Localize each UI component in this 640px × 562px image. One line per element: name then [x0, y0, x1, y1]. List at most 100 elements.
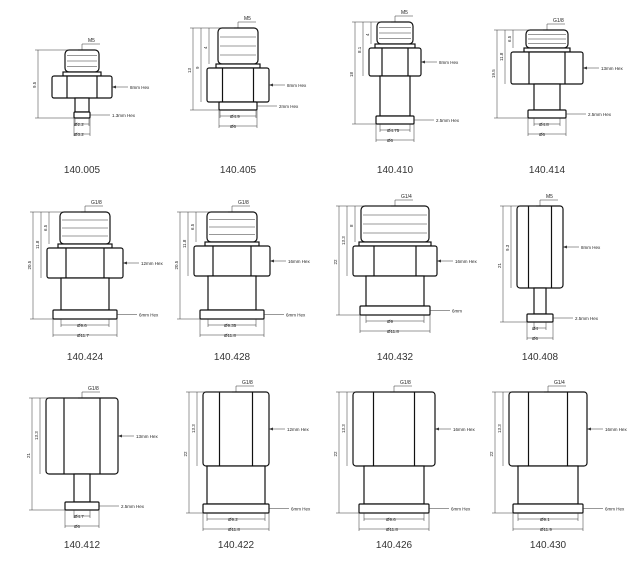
hex-collar: [368, 47, 422, 77]
part-code-label: 140.405: [219, 165, 257, 176]
seal-face: [52, 309, 118, 320]
total-height-label: 22: [333, 451, 338, 457]
flat-size-label: 2mm Hex: [279, 104, 299, 109]
outer-diameter-label: Ø6: [387, 138, 394, 143]
hex-body: [352, 391, 436, 467]
outer-diameter-label: Ø11.7: [77, 333, 89, 338]
inner-diameter-label: Ø2.2: [74, 122, 84, 127]
thread-height-label: 6.5: [507, 35, 512, 42]
stem: [379, 75, 411, 117]
seal-face: [202, 503, 270, 514]
seal-face: [73, 111, 91, 119]
part-code-label: 140.414: [528, 165, 566, 176]
stem: [74, 97, 90, 113]
thread-size-label: G1/8: [91, 200, 102, 206]
inner-diameter-label: Ø9.1: [540, 517, 550, 522]
hex-size-label: 16mm Hex: [453, 427, 476, 432]
total-height-label: 19.5: [491, 69, 496, 78]
hex-size-label: 8mm Hex: [287, 83, 307, 88]
flat-size-label: 6mm: [452, 309, 462, 314]
hex-callout-arrow: [421, 60, 425, 64]
outer-diameter-label: Ø6: [230, 124, 237, 129]
hex-callout-arrow: [269, 427, 273, 431]
part-code-label: 140.432: [376, 352, 414, 363]
stem: [60, 277, 110, 311]
hex-body: [202, 391, 270, 467]
outer-diameter-label: Ø6: [539, 132, 546, 137]
hex-callout-arrow: [123, 261, 127, 265]
hex-collar: [46, 247, 124, 279]
hex-height-label: 13.3: [341, 424, 346, 433]
hex-height-label: 13.3: [191, 424, 196, 433]
total-height-label: 21: [497, 262, 502, 268]
hex-callout-arrow: [563, 245, 567, 249]
inner-diameter-label: Ø9.6: [386, 517, 396, 522]
outer-diameter-label: Ø6: [532, 336, 539, 341]
thread-size-label: G1/8: [242, 380, 253, 386]
flat-size-label: 1.3mm Hex: [112, 113, 136, 118]
inner-diameter-label: Ø4.7: [74, 514, 84, 519]
hex-callout-arrow: [583, 66, 587, 70]
inner-diameter-label: Ø4.9: [230, 114, 240, 119]
hex-size-label: 8mm Hex: [581, 245, 601, 250]
inner-diameter-label: Ø4: [532, 326, 539, 331]
hex-callout-arrow: [435, 427, 439, 431]
hex-collar: [206, 67, 270, 103]
hex-collar: [352, 245, 438, 277]
stem: [517, 465, 579, 505]
hex-height-label: 9.3: [505, 244, 510, 251]
part-code-label: 140.408: [521, 352, 559, 363]
flat-size-label: 2.5mm Hex: [588, 112, 612, 117]
part-code-label: 140.430: [529, 540, 567, 551]
thread-size-label: G1/8: [238, 200, 249, 206]
thread-size-label: G1/4: [401, 194, 412, 200]
outer-diameter-label: Ø11.8: [224, 333, 236, 338]
stem: [533, 83, 561, 111]
part-code-label: 140.428: [213, 352, 251, 363]
hex-body: [516, 205, 564, 289]
outer-diameter-label: Ø11.8: [228, 527, 240, 532]
outer-diameter-label: Ø6: [74, 524, 81, 529]
seal-face: [527, 109, 567, 119]
flat-size-label: 2.5mm Hex: [575, 316, 599, 321]
thread-height-label: 8: [349, 224, 354, 227]
hex-size-label: 8mm Hex: [130, 85, 150, 90]
part-code-label: 140.424: [66, 352, 104, 363]
flat-size-label: 2.5mm Hex: [436, 118, 460, 123]
outer-diameter-label: Ø11.8: [386, 527, 398, 532]
total-height-label: 22: [489, 451, 494, 457]
seal-face: [359, 305, 431, 316]
hex-callout-arrow: [118, 434, 122, 438]
outer-diameter-label: Ø3.2: [74, 132, 84, 137]
hex-callout-arrow: [587, 427, 591, 431]
total-height-label: 13: [187, 67, 192, 73]
inner-diameter-label: Ø4.75: [387, 128, 400, 133]
hex-size-label: 12mm Hex: [287, 427, 310, 432]
flat-size-label: 6mm Hex: [605, 507, 625, 512]
thread-size-label: G1/4: [554, 380, 565, 386]
inner-diameter-label: Ø9.2: [228, 517, 238, 522]
flat-size-label: 6mm Hex: [286, 313, 306, 318]
part-code-label: 140.005: [63, 165, 101, 176]
thread-size-label: M5: [401, 10, 408, 16]
hex-body: [45, 397, 119, 475]
inner-diameter-label: Ø9.6: [77, 323, 87, 328]
seal-face: [358, 503, 430, 514]
total-height-label: 18: [349, 71, 354, 77]
stem: [533, 287, 547, 315]
part-code-label: 140.422: [217, 540, 255, 551]
part-code-label: 140.410: [376, 165, 414, 176]
hex-callout-arrow: [269, 83, 273, 87]
hex-size-label: 16mm Hex: [605, 427, 628, 432]
stem: [73, 473, 91, 503]
outer-diameter-label: Ø11.9: [540, 527, 552, 532]
hex-height-label: 13.3: [34, 431, 39, 440]
